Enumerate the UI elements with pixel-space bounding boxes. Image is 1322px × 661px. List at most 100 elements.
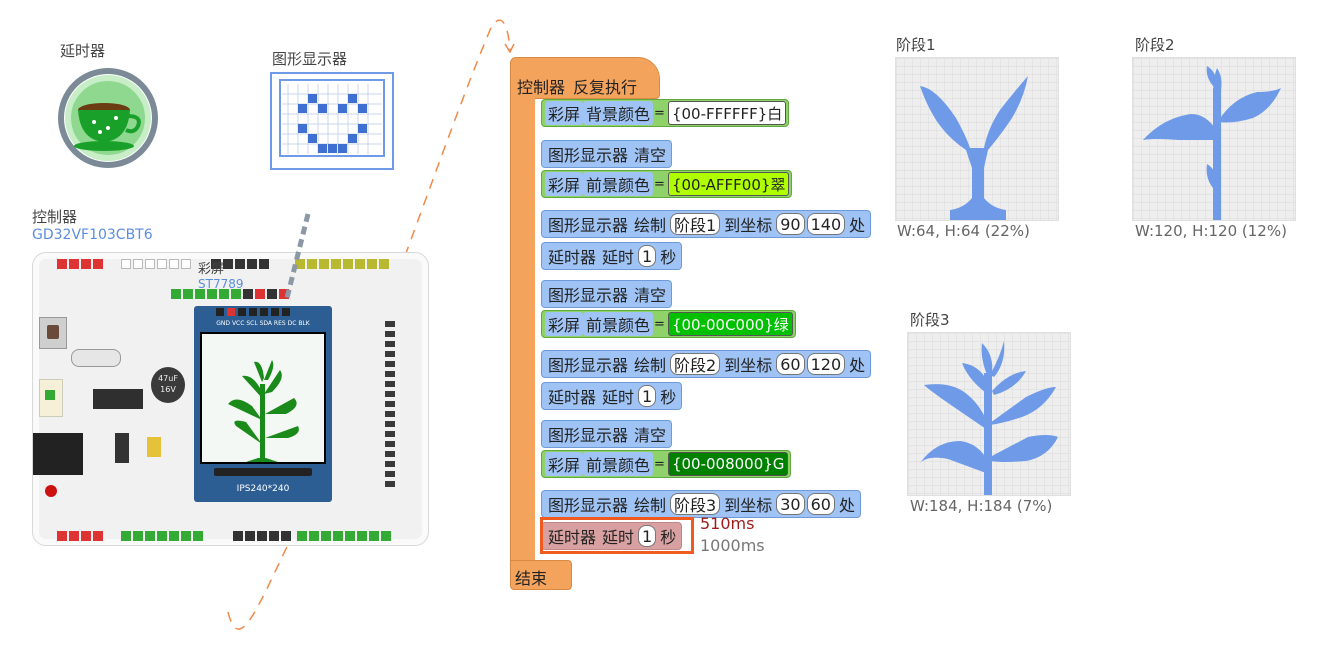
top-header-red — [57, 259, 103, 269]
lcd-module[interactable]: GND VCC SCL SDA RES DC BLK IPS240*240 — [194, 306, 332, 502]
capacitor-value: 47uF — [158, 374, 178, 383]
color-value-field[interactable]: {00-AFFF00}翠 — [667, 172, 790, 196]
delay-unit-label: 秒 — [660, 388, 677, 407]
reset-button[interactable] — [39, 317, 67, 349]
image-slot[interactable]: 阶段1 — [670, 213, 721, 235]
block-end-label: 处 — [849, 216, 866, 235]
block-module-label: 延时器 — [548, 248, 597, 267]
lcd-screen — [200, 332, 326, 464]
image-info-3: W:184, H:184 (7%) — [910, 497, 1053, 515]
block-module-label: 延时器 — [548, 388, 597, 407]
image-info-1: W:64, H:64 (22%) — [897, 222, 1030, 240]
image-slot[interactable]: 阶段3 — [670, 493, 721, 515]
block-module-label: 彩屏 — [545, 312, 584, 336]
lcd-pin-labels: GND VCC SCL SDA RES DC BLK — [216, 320, 310, 327]
block-action-label: 清空 — [634, 426, 667, 445]
top-header-white — [121, 259, 191, 269]
x-coord-field[interactable]: 60 — [776, 353, 805, 375]
coord-label: 到坐标 — [724, 496, 773, 515]
hat-module: 控制器 — [517, 78, 566, 97]
end-label: 结束 — [515, 569, 548, 588]
image-slot[interactable]: 阶段2 — [670, 353, 721, 375]
y-coord-field[interactable]: 120 — [806, 353, 846, 375]
lcd-pins — [216, 308, 290, 316]
code-block-clear[interactable]: 图形显示器清空 — [541, 140, 673, 168]
block-end-label: 处 — [838, 496, 855, 515]
block-module-label: 彩屏 — [545, 172, 584, 196]
block-module-label: 图形显示器 — [548, 286, 629, 305]
code-block-clear[interactable]: 图形显示器清空 — [541, 420, 673, 448]
graphic-display-icon[interactable] — [270, 72, 394, 170]
capacitor: 47uF 16V — [151, 367, 185, 403]
tantalum-cap — [147, 437, 161, 457]
image-stage-3[interactable] — [907, 332, 1071, 496]
timing-total: 1000ms — [700, 536, 765, 555]
loop-end[interactable]: 结束 — [510, 560, 572, 590]
y-coord-field[interactable]: 140 — [806, 213, 846, 235]
block-module-label: 图形显示器 — [548, 426, 629, 445]
block-module-label: 图形显示器 — [548, 146, 629, 165]
x-coord-field[interactable]: 30 — [776, 493, 805, 515]
block-action-label: 前景颜色 — [583, 172, 654, 196]
image-info-2: W:120, H:120 (12%) — [1135, 222, 1287, 240]
bottom-header-green — [121, 531, 203, 541]
bottom-header-dark — [233, 531, 291, 541]
image-stage-2[interactable] — [1132, 57, 1296, 221]
teacup-icon[interactable] — [56, 66, 160, 170]
block-action-label: 前景颜色 — [583, 452, 654, 476]
block-action-label: 清空 — [634, 146, 667, 165]
crystal — [71, 349, 121, 367]
delay-value-field[interactable]: 1 — [638, 385, 657, 407]
block-module-label: 彩屏 — [545, 452, 584, 476]
delay-value-field[interactable]: 1 — [638, 525, 657, 547]
block-module-label: 图形显示器 — [548, 496, 629, 515]
block-action-label: 延时 — [602, 248, 635, 267]
image-title-2: 阶段2 — [1135, 36, 1175, 54]
y-coord-field[interactable]: 60 — [806, 493, 835, 515]
color-value-field[interactable]: {00-00C000}绿 — [667, 312, 793, 336]
code-block-bg[interactable]: 彩屏背景颜色={00-FFFFFF}白 — [541, 99, 790, 127]
block-module-label: 延时器 — [548, 528, 597, 547]
active-block-highlight — [540, 517, 694, 554]
hat-action: 反复执行 — [573, 78, 638, 97]
block-action-label: 背景颜色 — [583, 101, 654, 125]
coord-label: 到坐标 — [724, 216, 773, 235]
color-value-field[interactable]: {00-FFFFFF}白 — [667, 101, 787, 125]
delay-value-field[interactable]: 1 — [638, 245, 657, 267]
controller-loop-hat[interactable]: 控制器 反复执行 — [510, 57, 660, 99]
equals-sign: = — [654, 176, 665, 192]
equals-sign: = — [654, 456, 665, 472]
color-value-field[interactable]: {00-008000}G — [667, 452, 789, 476]
image-stage-1[interactable] — [895, 57, 1059, 221]
coord-label: 到坐标 — [724, 356, 773, 375]
power-jack — [33, 433, 83, 475]
loop-frame — [510, 95, 535, 575]
bottom-header-red — [57, 531, 103, 541]
bottom-header-green-right — [297, 531, 391, 541]
block-module-label: 彩屏 — [545, 101, 584, 125]
lcd-bottom-bar — [214, 468, 312, 476]
lcd-size-label: IPS240*240 — [236, 484, 290, 494]
equals-sign: = — [654, 105, 665, 121]
x-coord-field[interactable]: 90 — [776, 213, 805, 235]
led — [45, 485, 57, 497]
controller-label: 控制器 — [32, 208, 78, 226]
code-block-clear[interactable]: 图形显示器清空 — [541, 280, 673, 308]
block-action-label: 绘制 — [634, 496, 667, 515]
image-title-3: 阶段3 — [910, 311, 950, 329]
timing-elapsed: 510ms — [700, 514, 755, 533]
code-block-fg[interactable]: 彩屏前景颜色={00-008000}G — [541, 450, 792, 478]
block-module-label: 图形显示器 — [548, 216, 629, 235]
screen-label: 彩屏 — [198, 262, 225, 277]
code-block-fg[interactable]: 彩屏前景颜色={00-00C000}绿 — [541, 310, 796, 338]
code-block-fg[interactable]: 彩屏前景颜色={00-AFFF00}翠 — [541, 170, 793, 198]
block-action-label: 前景颜色 — [583, 312, 654, 336]
delay-label: 延时器 — [60, 42, 106, 60]
screen-connection-wire — [283, 213, 311, 303]
